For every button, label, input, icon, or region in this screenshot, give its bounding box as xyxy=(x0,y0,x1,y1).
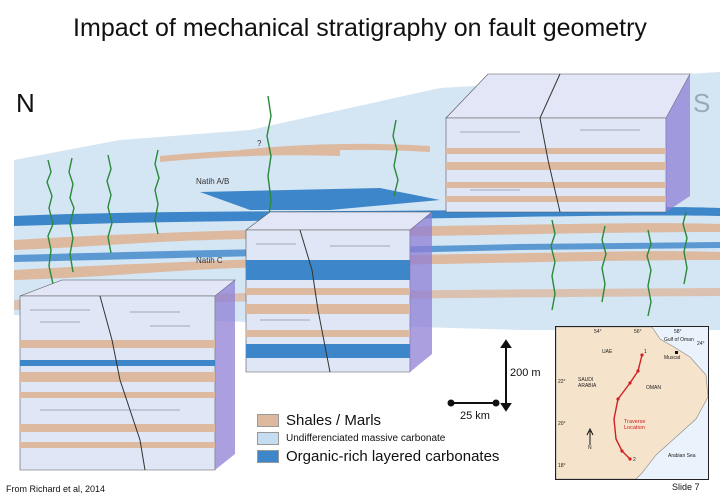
well-log xyxy=(646,229,652,317)
land-area xyxy=(556,327,708,479)
horizontal-scale-label: 25 km xyxy=(460,410,490,422)
well-log xyxy=(106,154,113,254)
muscat-marker xyxy=(675,351,678,354)
well-log xyxy=(46,159,54,285)
map-lon-label: 58° xyxy=(674,329,682,335)
block-diagram-center xyxy=(245,211,433,373)
block-diagram-north xyxy=(19,279,236,471)
traverse-line xyxy=(613,354,643,460)
north-arrow-icon xyxy=(586,427,594,445)
map-label-oman: OMAN xyxy=(646,385,661,391)
well-log xyxy=(682,211,688,285)
legend-item-shale: Shales / Marls xyxy=(257,411,499,429)
source-citation: From Richard et al, 2014 xyxy=(6,484,106,494)
well-logs xyxy=(46,95,688,317)
legend-swatch-organic xyxy=(257,449,279,463)
map-label-north: N xyxy=(588,445,592,451)
legend: Shales / Marls Undifferenciated massive … xyxy=(257,411,499,465)
map-label-arabian-sea: Arabian Sea xyxy=(668,453,696,459)
well-log xyxy=(266,95,272,223)
well-log xyxy=(392,119,399,197)
well-log xyxy=(550,219,556,311)
map-label-num1: 1 xyxy=(644,349,647,355)
map-lat-label: 24° xyxy=(697,341,705,347)
vertical-scale-label: 200 m xyxy=(510,367,541,379)
block-diagram-south xyxy=(445,73,691,213)
query-label: ? xyxy=(257,139,262,148)
legend-swatch-shale xyxy=(257,413,279,427)
slide-number: Slide 7 xyxy=(672,482,700,492)
map-lat-label: 22° xyxy=(558,379,566,385)
map-lon-label: 56° xyxy=(634,329,642,335)
legend-item-massive: Undifferenciated massive carbonate xyxy=(257,429,499,447)
slide-title: Impact of mechanical stratigraphy on fau… xyxy=(73,14,647,42)
map-label-num2: 2 xyxy=(633,457,636,463)
map-label-gulf: Gulf of Oman xyxy=(664,337,694,343)
north-label: N xyxy=(16,88,35,118)
legend-label-organic: Organic-rich layered carbonates xyxy=(286,447,500,465)
well-log xyxy=(154,149,160,235)
well-log xyxy=(601,225,607,303)
natih-ab-label: Natih A/B xyxy=(196,177,229,186)
shale-band xyxy=(14,251,720,280)
map-label-uae: UAE xyxy=(602,349,613,355)
map-label-muscat: Muscat xyxy=(664,355,681,361)
legend-item-organic: Organic-rich layered carbonates xyxy=(257,447,499,465)
legend-label-shale: Shales / Marls xyxy=(286,411,382,429)
inset-map: Gulf of Oman UAE Muscat SAUDI ARABIA OMA… xyxy=(555,326,709,480)
inset-map-shapes xyxy=(556,327,708,479)
traverse-wells xyxy=(616,353,644,461)
shale-band xyxy=(240,143,430,156)
map-label-saudi: SAUDI ARABIA xyxy=(578,377,597,389)
scale-bars xyxy=(447,339,512,412)
map-lat-label: 18° xyxy=(558,463,566,469)
legend-swatch-massive xyxy=(257,431,279,445)
natih-c-label: Natih C xyxy=(196,256,223,265)
map-lat-label: 20° xyxy=(558,421,566,427)
map-lon-label: 54° xyxy=(594,329,602,335)
organic-wedge xyxy=(200,188,440,210)
well-log xyxy=(68,157,75,273)
legend-label-massive: Undifferenciated massive carbonate xyxy=(286,432,446,444)
map-label-traverse: Traverse Location xyxy=(624,419,646,431)
shale-band xyxy=(160,149,340,162)
